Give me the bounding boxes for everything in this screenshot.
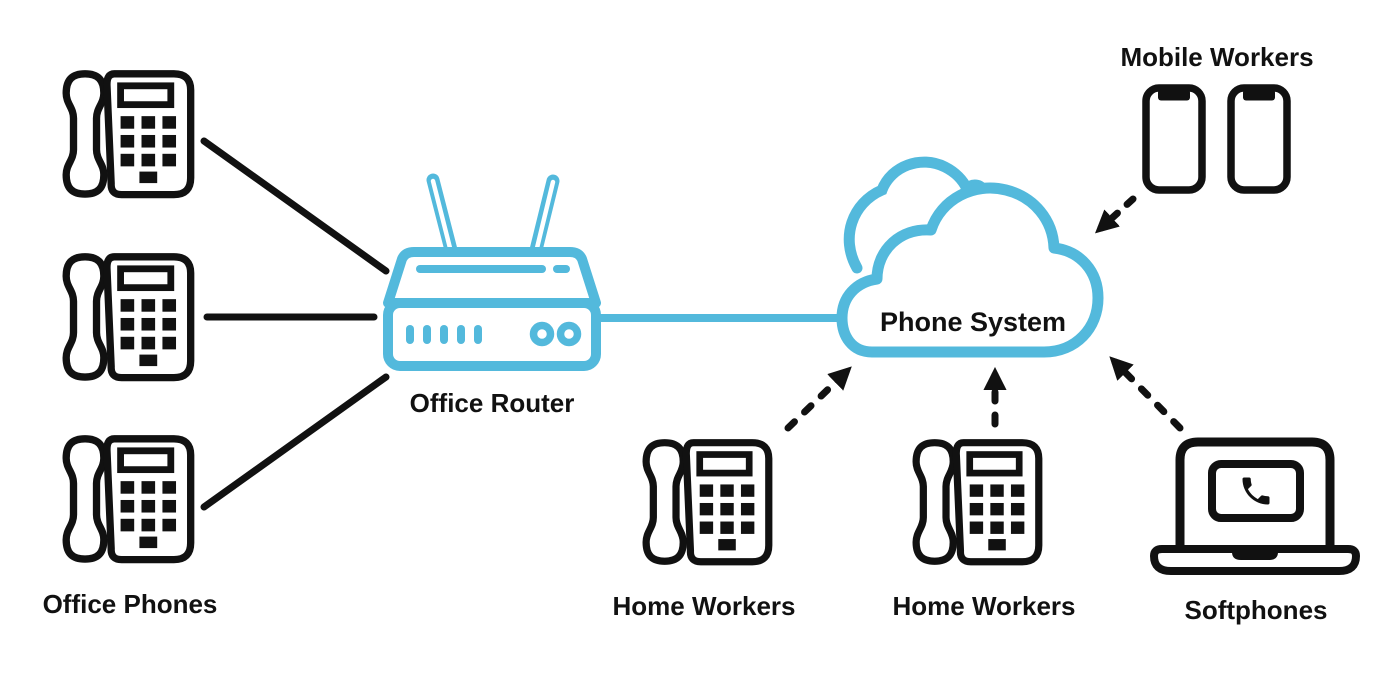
router-port-2 bbox=[556, 321, 582, 347]
cloud-icon bbox=[836, 156, 1104, 358]
desk-phone-icon-office-2 bbox=[66, 257, 190, 378]
smartphone-icon-2 bbox=[1231, 88, 1287, 190]
home-workers-1-label: Home Workers bbox=[612, 591, 796, 621]
link-office-phone-3 bbox=[200, 373, 390, 511]
home-workers-2-label: Home Workers bbox=[892, 591, 1076, 621]
laptop-base-notch bbox=[1232, 551, 1278, 560]
router-leds bbox=[406, 325, 482, 344]
mobile-workers-label: Mobile Workers bbox=[1120, 42, 1314, 72]
office-phones-label: Office Phones bbox=[42, 589, 218, 619]
phone-system-label: Phone System bbox=[879, 307, 1067, 337]
laptop-inner-screen bbox=[1208, 460, 1304, 522]
laptop-icon bbox=[1150, 437, 1360, 575]
softphones-label: Softphones bbox=[1184, 595, 1328, 625]
call-handset-icon bbox=[1242, 477, 1270, 505]
router-icon bbox=[383, 173, 601, 371]
smartphone-icon-1 bbox=[1146, 88, 1202, 190]
office-router-label: Office Router bbox=[409, 388, 575, 418]
office-phone-links bbox=[200, 137, 390, 511]
arrow-mobile-workers bbox=[1095, 195, 1137, 234]
router-antenna-left-core bbox=[430, 178, 453, 251]
link-office-phone-1 bbox=[200, 137, 390, 275]
arrow-home-workers-1 bbox=[784, 366, 852, 432]
cloud-main bbox=[836, 182, 1104, 358]
arrow-softphones bbox=[1109, 356, 1184, 432]
router-top bbox=[383, 247, 601, 308]
desk-phone-icon-office-3 bbox=[66, 439, 190, 560]
desk-phone-icon-home-1 bbox=[646, 443, 769, 562]
desk-phone-icon-home-2 bbox=[916, 443, 1039, 562]
desk-phone-icon-office-1 bbox=[66, 74, 190, 195]
router-port-1 bbox=[529, 321, 555, 347]
router-antenna-right-core bbox=[534, 179, 556, 251]
dashed-arrows bbox=[784, 195, 1184, 432]
